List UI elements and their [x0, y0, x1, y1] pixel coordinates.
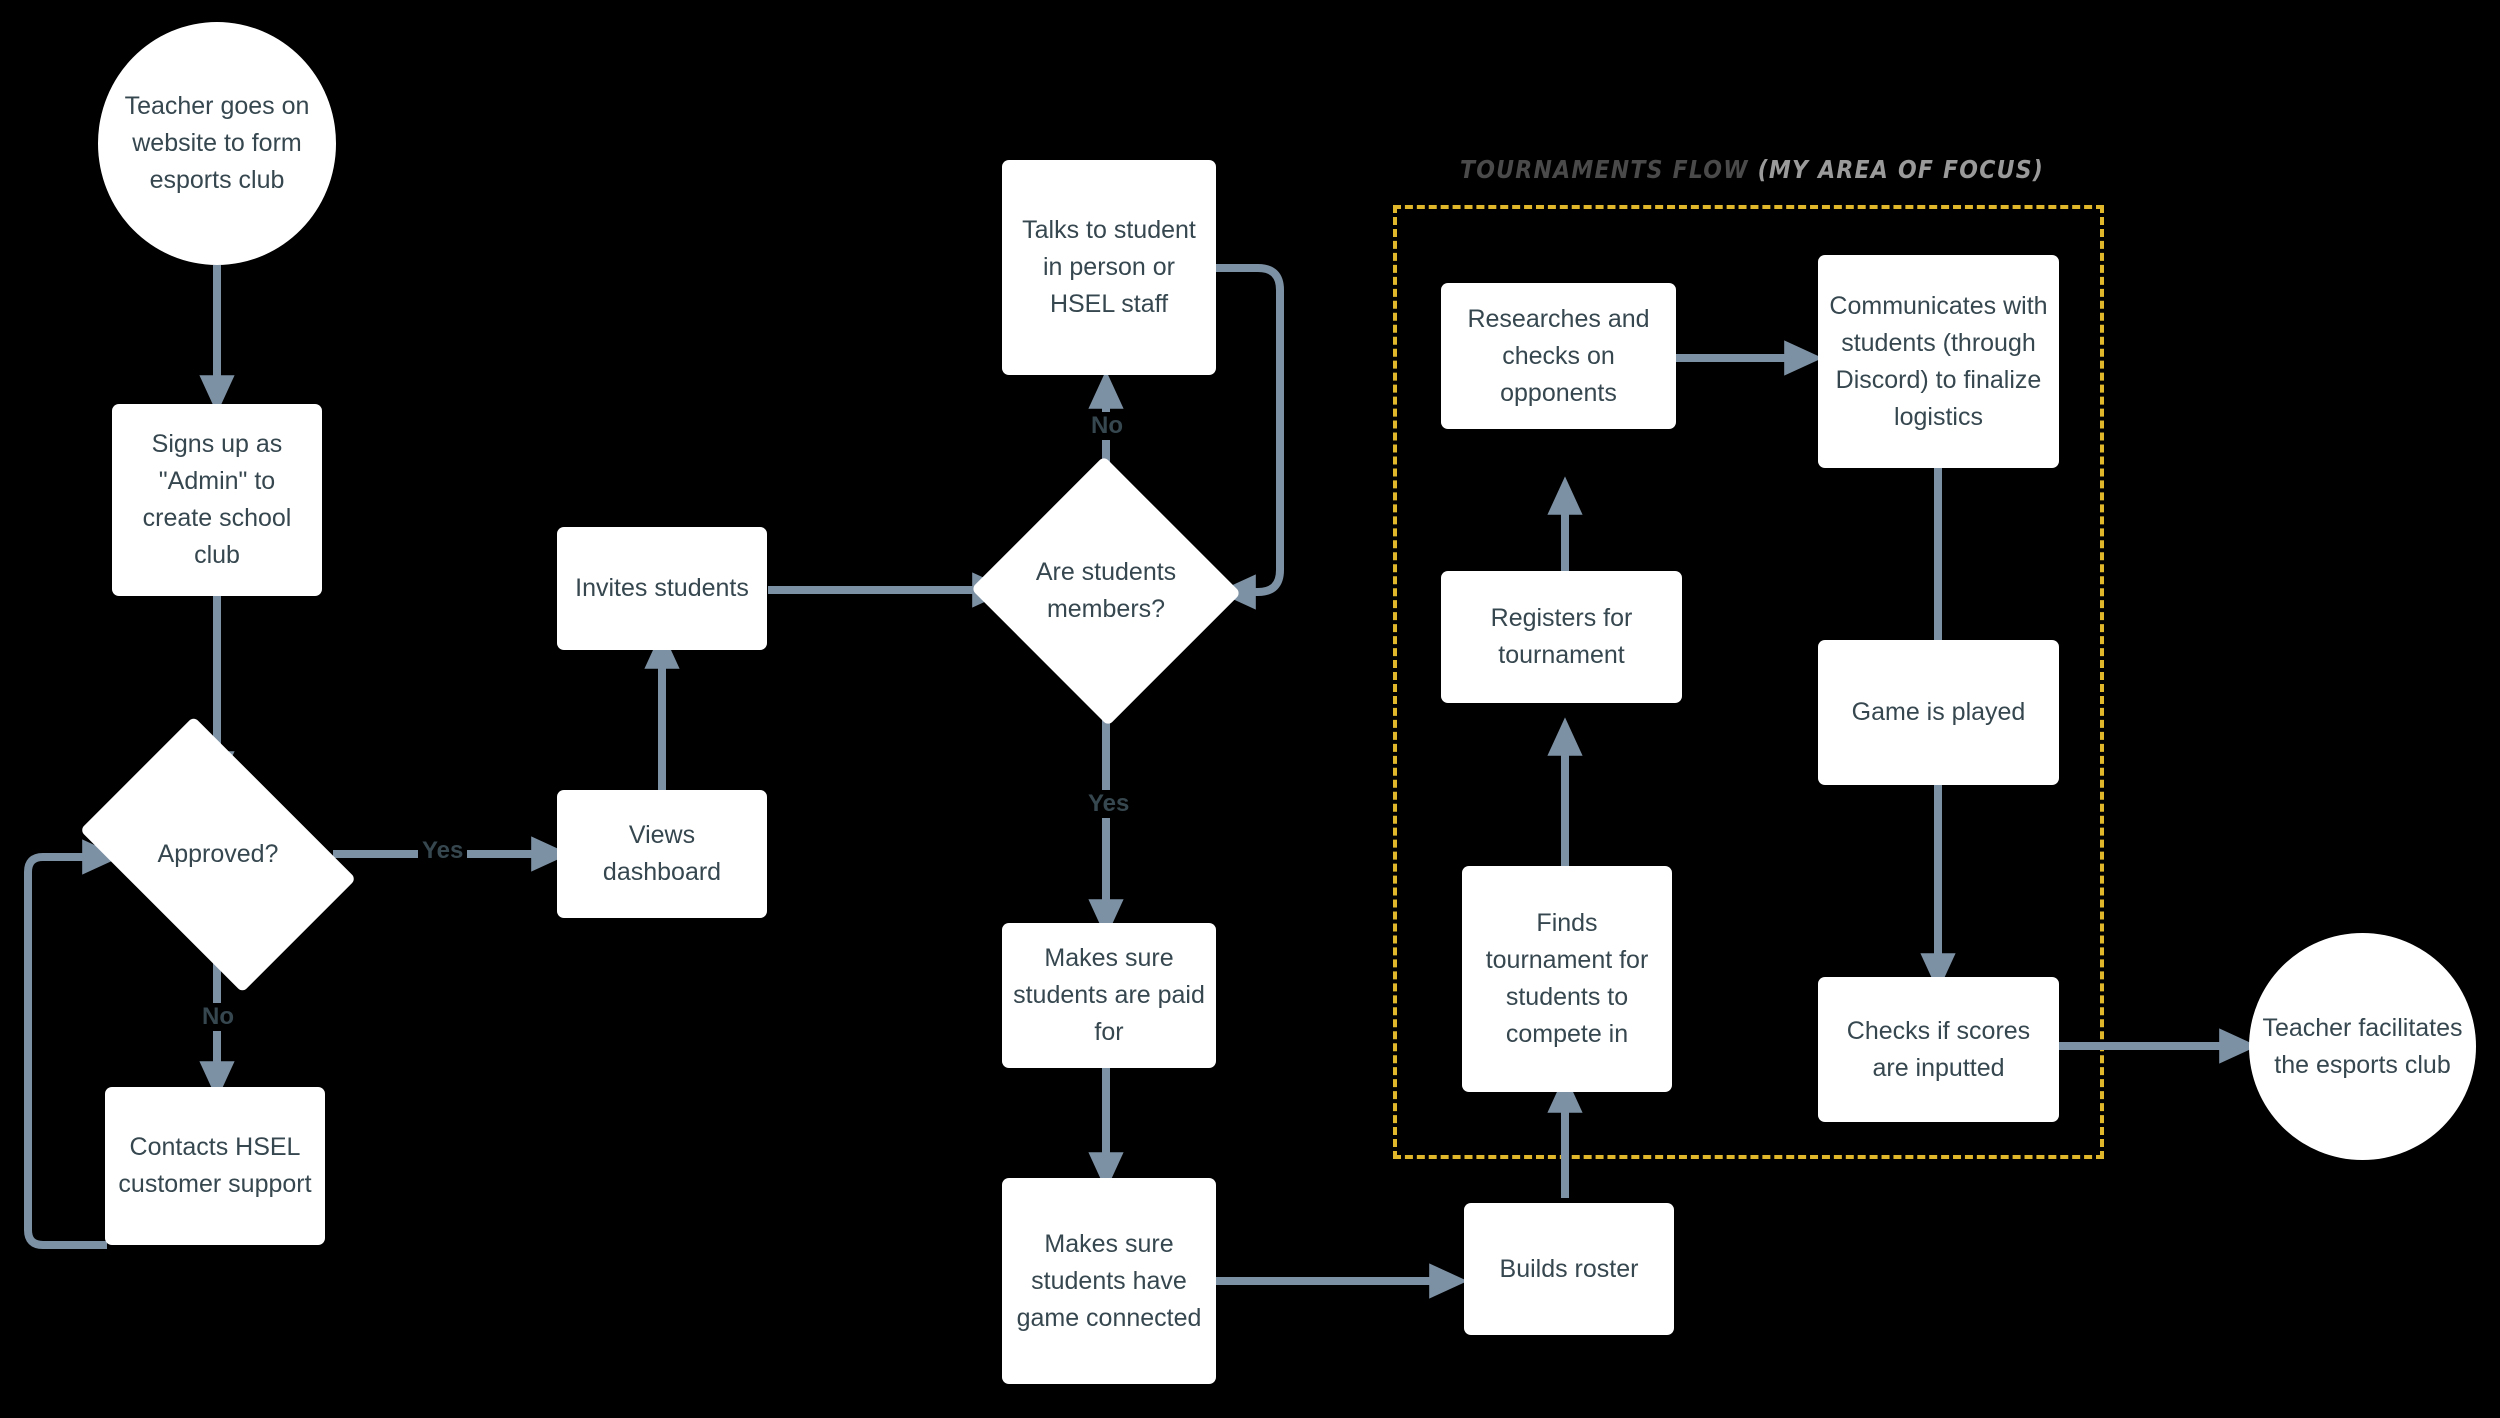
node-signs-up[interactable]: Signs up as "Admin" to create school clu… [112, 404, 322, 596]
node-are-members[interactable]: Are students members? [970, 455, 1242, 727]
tournaments-focus-region [1393, 205, 2104, 1159]
node-invites-students-label: Invites students [575, 574, 749, 602]
node-approved-label: Approved? [157, 840, 279, 868]
edge-support-loop-to-approved [24, 839, 121, 1249]
node-game-played-label: Game is played [1851, 698, 2026, 726]
node-start[interactable]: Teacher goes on website to form esports … [98, 22, 336, 265]
node-game-connected[interactable]: Makes sure students have game connected [1002, 1178, 1216, 1384]
focus-title-sub: (MY AREA OF FOCUS) [1757, 155, 2045, 184]
edge-label-approved-no: No [198, 1003, 238, 1031]
node-game-played[interactable]: Game is played [1818, 640, 2059, 785]
node-communicates-label: Communicates with students (through Disc… [1829, 291, 2048, 431]
node-signs-up-label: Signs up as "Admin" to create school clu… [142, 430, 292, 569]
node-are-members-label: Are students members? [1035, 558, 1177, 623]
focus-title-main: TOURNAMENTS FLOW [1460, 155, 1749, 184]
node-views-dashboard-label: Views dashboard [602, 821, 722, 886]
node-contacts-support-label: Contacts HSEL customer support [118, 1133, 312, 1198]
node-invites-students[interactable]: Invites students [557, 527, 767, 650]
node-builds-roster[interactable]: Builds roster [1464, 1203, 1674, 1335]
node-checks-scores[interactable]: Checks if scores are inputted [1818, 977, 2059, 1122]
node-registers-label: Registers for tournament [1490, 604, 1633, 669]
edge-talks-loop-to-members [1216, 264, 1284, 610]
tournaments-focus-title: TOURNAMENTS FLOW (MY AREA OF FOCUS) [1460, 155, 2044, 184]
node-finds-tournament[interactable]: Finds tournament for students to compete… [1462, 866, 1672, 1092]
node-builds-roster-label: Builds roster [1499, 1254, 1639, 1283]
node-approved[interactable]: Approved? [79, 716, 357, 993]
node-start-label: Teacher goes on website to form esports … [124, 92, 310, 194]
node-communicates[interactable]: Communicates with students (through Disc… [1818, 255, 2059, 468]
node-end[interactable]: Teacher facilitates the esports club [2249, 933, 2476, 1160]
node-finds-tournament-label: Finds tournament for students to compete… [1485, 909, 1649, 1048]
node-paid-for-label: Makes sure students are paid for [1013, 944, 1205, 1046]
node-paid-for[interactable]: Makes sure students are paid for [1002, 923, 1216, 1068]
edge-label-members-yes: Yes [1084, 790, 1134, 818]
node-researches-label: Researches and checks on opponents [1467, 304, 1650, 407]
node-registers[interactable]: Registers for tournament [1441, 571, 1682, 703]
edge-label-members-no: No [1087, 412, 1127, 440]
node-checks-scores-label: Checks if scores are inputted [1846, 1016, 2031, 1082]
node-talks-to-student[interactable]: Talks to student in person or HSEL staff [1002, 160, 1216, 375]
node-end-label: Teacher facilitates the esports club [2262, 1013, 2463, 1079]
node-talks-to-student-label: Talks to student in person or HSEL staff [1022, 216, 1196, 318]
node-researches[interactable]: Researches and checks on opponents [1441, 283, 1676, 429]
node-game-connected-label: Makes sure students have game connected [1016, 1229, 1202, 1332]
node-contacts-support[interactable]: Contacts HSEL customer support [105, 1087, 325, 1245]
node-views-dashboard[interactable]: Views dashboard [557, 790, 767, 918]
edge-label-approved-yes: Yes [418, 837, 468, 865]
